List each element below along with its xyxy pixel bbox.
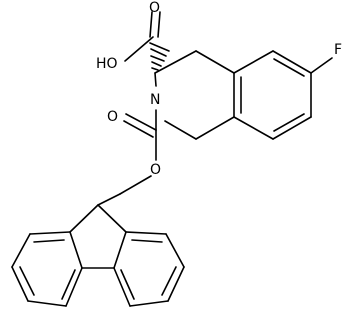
bond-r-c: [167, 266, 185, 302]
bond-r-e: [113, 267, 131, 307]
atom-label-carbamate-o: O: [107, 109, 118, 125]
bond-c4a-c5: [233, 50, 274, 74]
bond-r-b: [165, 233, 185, 268]
atom-label-carboxyl-oh: HO: [96, 56, 118, 72]
stereo-hash-bond: [149, 42, 170, 71]
atom-label-ring-nitrogen: N: [150, 92, 160, 108]
atom-label-carboxyl-o: O: [149, 0, 160, 16]
bond-c3-c4: [154, 50, 197, 74]
bond-acid-c-o: [149, 11, 153, 38]
bond-c5-c6: [272, 50, 312, 74]
bond-ester-o-ch2: [119, 175, 152, 195]
bond-l-a-inner: [33, 239, 65, 243]
bond-r-e-inner: [120, 269, 135, 300]
bond-n-c3: [154, 72, 157, 87]
bond-c4-c4a: [195, 50, 235, 74]
bond-c7-c8-inner: [273, 113, 305, 132]
bond-acid-c-oh: [124, 36, 154, 62]
bond-r-a-inner: [131, 239, 163, 243]
bond-l-e-inner: [61, 269, 76, 300]
bond-c9a-c4b: [113, 231, 127, 269]
bond-carbonyl-o-double: [123, 120, 154, 138]
bond-r-d: [129, 300, 169, 307]
bond-acid-c-o-double: [157, 11, 161, 38]
bond-c6-f: [310, 57, 333, 74]
atom-label-fluorine: F: [334, 42, 342, 58]
bond-l-a: [29, 231, 71, 235]
bond-c7-c8: [272, 116, 312, 140]
atom-label-ester-o: O: [150, 162, 161, 178]
bond-c5-c6-inner: [273, 58, 305, 77]
bond-r-a: [125, 231, 167, 235]
bond-l-e: [65, 267, 83, 307]
bond-group: [11, 11, 333, 307]
bond-c8a-c4a-f: [69, 231, 83, 269]
bond-carbonyl-o: [125, 113, 157, 131]
atom-label-group: O HO F N O O: [96, 0, 342, 178]
bond-c9-c8a-f: [69, 204, 99, 233]
bond-ch2-c9: [97, 193, 121, 206]
bond-c9-c9a: [97, 204, 127, 233]
bond-l-b: [11, 233, 31, 268]
bond-c8-c8a: [233, 116, 274, 140]
bond-l-c-inner: [19, 266, 35, 296]
bond-l-d: [27, 300, 67, 307]
bond-r-c-inner: [161, 266, 177, 296]
bond-l-c: [11, 266, 29, 302]
bond-c1-n: [164, 120, 197, 140]
bond-c8a-c1: [195, 116, 235, 140]
